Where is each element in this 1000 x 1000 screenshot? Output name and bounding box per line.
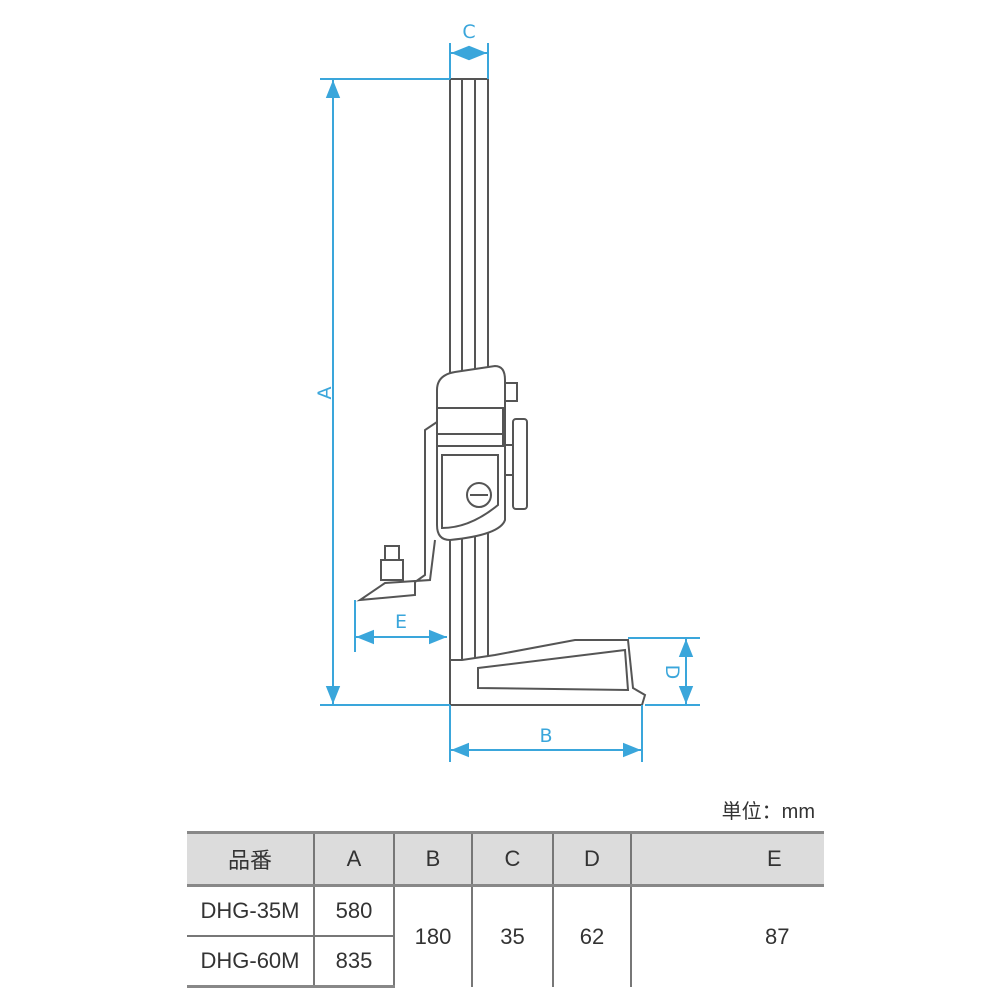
header-c: C xyxy=(471,831,554,887)
dimension-c-label: C xyxy=(462,21,475,43)
header-d: D xyxy=(552,831,632,887)
a-cell: 580 xyxy=(313,885,395,937)
b-cell: 180 xyxy=(393,885,473,987)
dimension-d-label: D xyxy=(661,665,683,680)
c-cell: 35 xyxy=(471,885,554,987)
dimension-lines xyxy=(320,43,700,762)
header-model: 品番 xyxy=(187,831,315,887)
dimension-e-label: E xyxy=(395,611,407,633)
header-b: B xyxy=(393,831,473,887)
unit-label: 単位：mm xyxy=(721,801,815,823)
e-cell: 87 xyxy=(630,885,824,987)
dimension-a-label: A xyxy=(314,387,336,400)
table-row: DHG-60M 835 xyxy=(187,936,824,988)
table-header-row: 品番 A B C D E xyxy=(187,831,824,887)
model-cell: DHG-35M xyxy=(187,885,315,937)
d-cell: 62 xyxy=(552,885,632,987)
gauge-outline xyxy=(356,78,647,706)
header-e: E xyxy=(630,831,824,887)
table-row: DHG-35M 580 180 35 62 87 xyxy=(187,885,824,987)
spec-table: 品番 A B C D E DHG-35M 580 180 35 62 87 DH… xyxy=(187,831,824,988)
model-cell: DHG-60M xyxy=(187,936,315,988)
a-cell: 835 xyxy=(313,936,394,988)
header-a: A xyxy=(313,831,395,887)
height-gauge-drawing: A C B D E xyxy=(314,21,700,762)
dimension-b-label: B xyxy=(539,725,552,747)
